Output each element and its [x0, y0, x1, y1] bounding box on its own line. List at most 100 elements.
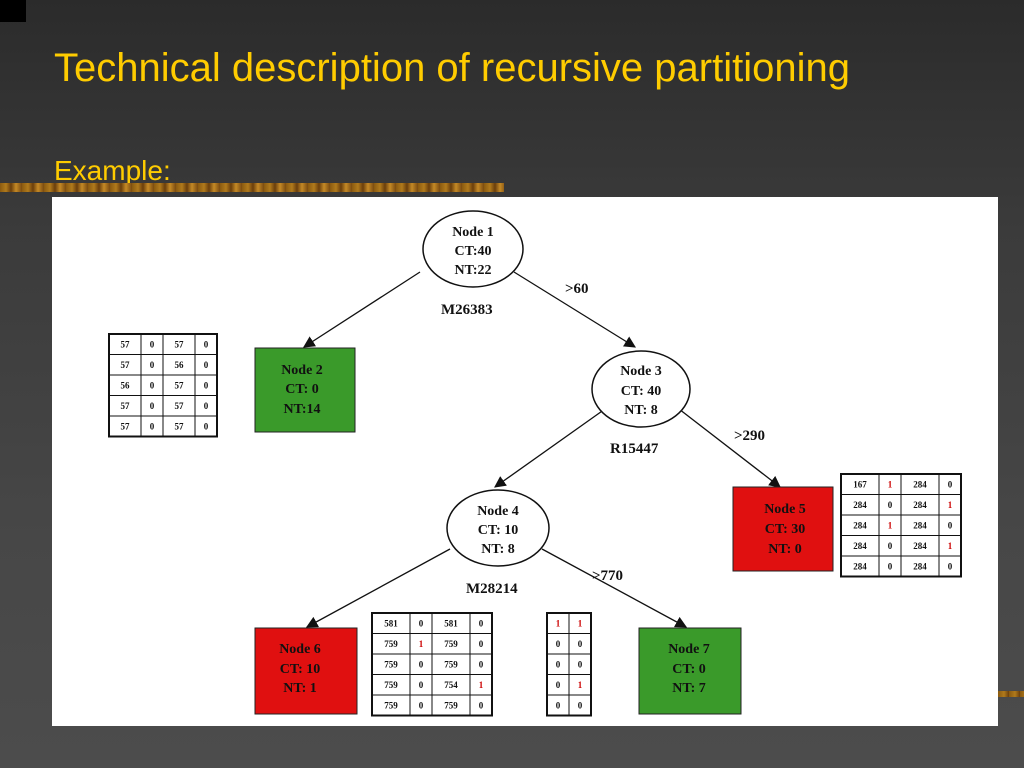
table-cell: 0 [204, 339, 209, 349]
table-cell: 57 [121, 339, 131, 349]
table-cell: 284 [913, 479, 927, 489]
table-cell: 0 [204, 421, 209, 431]
gene-label-node1: M26383 [441, 302, 493, 318]
table-cell: 167 [853, 479, 867, 489]
node-7: Node 7 CT: 0 NT: 7 [638, 627, 742, 715]
table-cell: 1 [888, 520, 893, 530]
table-cell: 1 [578, 680, 583, 690]
table-cell: 0 [888, 561, 893, 571]
table-cell: 1 [479, 680, 484, 690]
table-cell: 759 [384, 680, 398, 690]
node-1-nt: NT:22 [454, 263, 491, 278]
split-label-node4: >770 [592, 568, 623, 584]
node-1-ct: CT:40 [454, 244, 491, 259]
table-cell: 1 [419, 639, 424, 649]
tree-diagram-canvas: Node 1 CT:40 NT:22 Node 3 CT: 40 NT: 8 N… [108, 210, 962, 717]
node-5-label: Node 5 [764, 502, 806, 517]
node-4-label: Node 4 [477, 504, 519, 519]
table-cell: 0 [556, 700, 561, 710]
node-3-label: Node 3 [620, 364, 662, 379]
node-3: Node 3 CT: 40 NT: 8 [591, 350, 691, 428]
table-cell: 284 [913, 541, 927, 551]
table-cell: 1 [948, 500, 953, 510]
edge-node1-node3 [513, 271, 636, 348]
node-7-nt: NT: 7 [672, 681, 706, 696]
table-cell: 56 [121, 380, 131, 390]
decorative-bar-right [998, 691, 1024, 697]
table-cell: 284 [853, 500, 867, 510]
node-4-nt: NT: 8 [481, 542, 515, 557]
table-cell: 1 [948, 541, 953, 551]
table-cell: 0 [556, 680, 561, 690]
table-cell: 0 [150, 339, 155, 349]
table-cell: 754 [444, 680, 458, 690]
table-cell: 0 [479, 659, 484, 669]
node-6-nt: NT: 1 [283, 681, 317, 696]
table-cell: 0 [150, 421, 155, 431]
table-cell: 759 [444, 639, 458, 649]
table-cell: 0 [578, 700, 583, 710]
table-cell: 581 [384, 618, 398, 628]
table-cell: 0 [948, 561, 953, 571]
table-cell: 0 [150, 401, 155, 411]
node-6-ct: CT: 10 [280, 662, 321, 677]
table-cell: 284 [913, 561, 927, 571]
edge-node3-node5 [678, 408, 781, 488]
table-cell: 0 [419, 618, 424, 628]
slide-title: Technical description of recursive parti… [54, 46, 850, 90]
table-cell: 1 [578, 618, 583, 628]
node-4: Node 4 CT: 10 NT: 8 [446, 489, 550, 567]
edge-node1-node2 [303, 271, 421, 348]
node-4-ct: CT: 10 [478, 523, 519, 538]
node-6-label: Node 6 [279, 642, 321, 657]
node-1-label: Node 1 [452, 225, 494, 240]
table-cell: 0 [419, 680, 424, 690]
table-cell: 284 [853, 561, 867, 571]
table-cell: 57 [175, 421, 185, 431]
node-5: Node 5 CT: 30 NT: 0 [732, 486, 834, 572]
node-7-label: Node 7 [668, 642, 710, 657]
node-3-ct: CT: 40 [621, 384, 662, 399]
decorative-bar [0, 183, 504, 192]
table-cell: 0 [150, 360, 155, 370]
node-7-ct: CT: 0 [672, 662, 706, 677]
table-cell: 0 [479, 639, 484, 649]
table-cell: 57 [175, 339, 185, 349]
tree-diagram: Node 1 CT:40 NT:22 Node 3 CT: 40 NT: 8 N… [52, 197, 998, 726]
node-5-nt: NT: 0 [768, 542, 802, 557]
table-cell: 284 [913, 500, 927, 510]
table-cell: 0 [888, 541, 893, 551]
table-cell: 1 [888, 479, 893, 489]
table-cell: 0 [419, 659, 424, 669]
slide-subtitle: Example: [54, 155, 171, 186]
table-cell: 0 [948, 479, 953, 489]
table-cell: 759 [444, 659, 458, 669]
table-cell: 759 [384, 659, 398, 669]
table-cell: 0 [888, 500, 893, 510]
table-cell: 284 [853, 520, 867, 530]
table-cell: 0 [479, 618, 484, 628]
node-3-nt: NT: 8 [624, 403, 658, 418]
table-cell: 0 [948, 520, 953, 530]
node-2: Node 2 CT: 0 NT:14 [254, 347, 356, 433]
node-2-nt: NT:14 [283, 402, 320, 417]
table-cell: 57 [121, 401, 131, 411]
edge-node3-node4 [494, 408, 606, 488]
edge-node4-node7 [541, 548, 688, 628]
table-cell: 56 [175, 360, 185, 370]
table-cell: 759 [444, 700, 458, 710]
table-cell: 0 [204, 401, 209, 411]
node-1: Node 1 CT:40 NT:22 [422, 210, 524, 288]
split-label-node3: >290 [734, 428, 765, 444]
gene-label-node4: M28214 [466, 581, 518, 597]
table-cell: 57 [121, 360, 131, 370]
table-cell: 0 [150, 380, 155, 390]
edge-node4-node6 [305, 548, 451, 628]
table-cell: 759 [384, 700, 398, 710]
table-cell: 0 [204, 360, 209, 370]
table-cell: 0 [556, 659, 561, 669]
